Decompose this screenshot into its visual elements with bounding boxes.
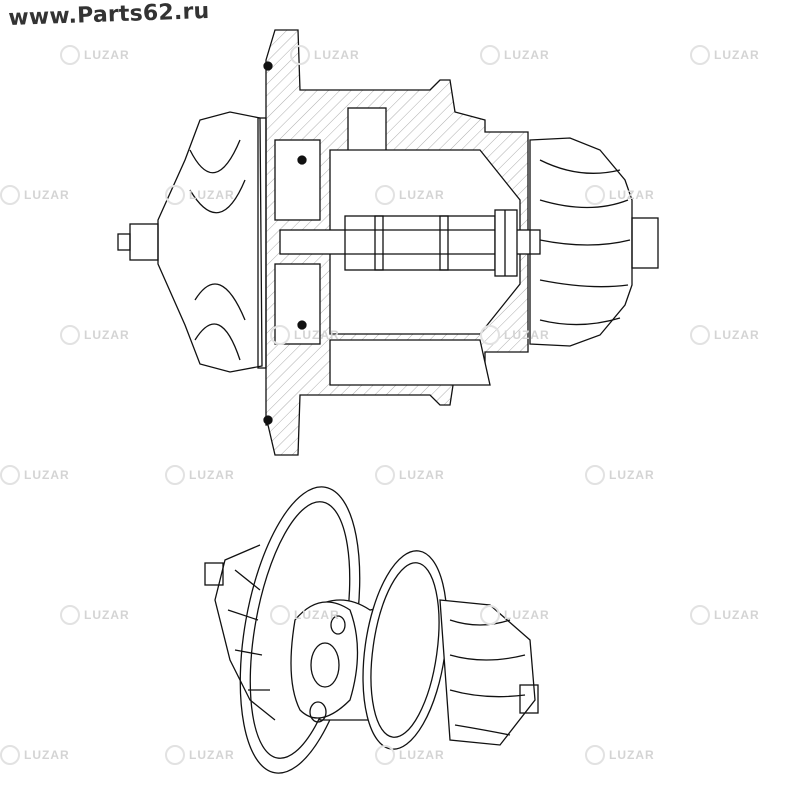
compressor-nut [204,562,224,586]
compressor-blades [214,544,276,721]
turbine-backplate [362,550,448,750]
shaft-nut [117,233,131,251]
turbine-wheel [529,137,633,347]
compressor-wheel [157,111,263,373]
cross-section-view [117,29,659,456]
isometric-view [204,486,539,774]
oil-flange [290,601,359,719]
turbine-nut-iso [519,684,539,714]
turbine-nut [631,217,659,269]
